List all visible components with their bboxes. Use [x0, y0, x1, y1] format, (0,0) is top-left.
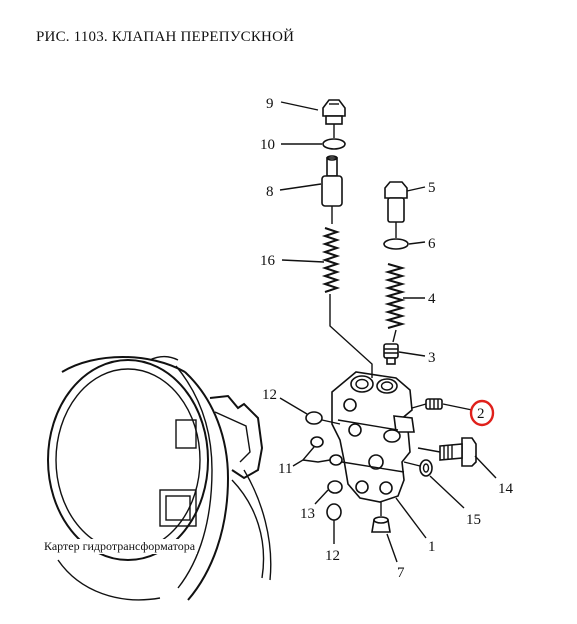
- o-ring-part-13: [327, 480, 343, 494]
- bolt-part-5: [384, 181, 408, 223]
- callout-12-lower: 12: [325, 548, 340, 564]
- callout-12-upper: 12: [262, 387, 277, 403]
- o-ring-part-11-b: [329, 454, 343, 466]
- plug-part-9: [322, 99, 346, 125]
- o-ring-part-12-lower: [326, 503, 342, 521]
- plug-part-2: [425, 398, 443, 410]
- callout-7: 7: [397, 565, 405, 581]
- callout-8: 8: [266, 184, 274, 200]
- figure-title: РИС. 1103. КЛАПАН ПЕРЕПУСКНОЙ: [36, 29, 295, 45]
- torque-converter-housing: [47, 355, 272, 601]
- callout-15: 15: [466, 512, 481, 528]
- o-ring-part-6: [383, 238, 409, 250]
- callout-16: 16: [260, 253, 276, 269]
- o-ring-part-11-a: [310, 436, 324, 448]
- callout-1: 1: [428, 539, 436, 555]
- highlight-circle: [469, 399, 495, 427]
- callout-labels: 9 10 8 16 5 6 4 3 2 14 15 1 7 12 11 13 1…: [260, 96, 514, 581]
- callout-14: 14: [498, 481, 514, 497]
- washer-part-15: [419, 459, 433, 477]
- plug-part-7: [371, 516, 391, 533]
- o-ring-part-10: [322, 138, 346, 150]
- leader-lines: [279, 101, 497, 563]
- valve-body-part-1: [331, 371, 415, 503]
- callout-3: 3: [428, 350, 436, 366]
- callout-9: 9: [266, 96, 274, 112]
- bolt-part-14: [439, 437, 477, 467]
- callout-4: 4: [428, 291, 436, 307]
- poppet-part-3: [383, 343, 399, 365]
- callout-11: 11: [278, 461, 292, 477]
- callout-5: 5: [428, 180, 436, 196]
- o-ring-part-12-upper: [305, 411, 323, 425]
- spring-part-16: [321, 227, 341, 293]
- housing-label: Картер гидротрансформатора: [42, 539, 198, 554]
- piston-part-8: [321, 155, 343, 207]
- callout-6: 6: [428, 236, 436, 252]
- callout-13: 13: [300, 506, 315, 522]
- assembly-center-lines: [321, 124, 441, 516]
- callout-2: 2: [477, 406, 485, 422]
- spring-part-4: [384, 263, 406, 329]
- callout-10: 10: [260, 137, 275, 153]
